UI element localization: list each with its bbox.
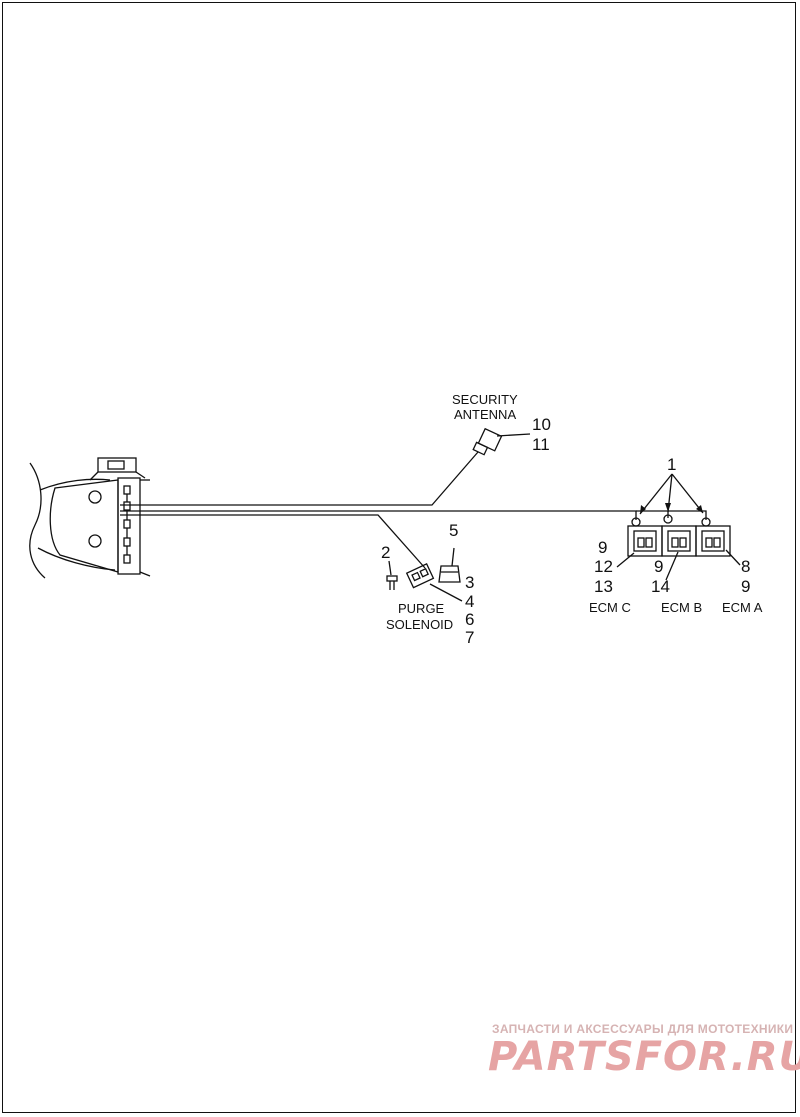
leader-5	[451, 547, 455, 567]
frame-tube-inner	[39, 478, 111, 491]
frame-cross-member	[117, 477, 141, 575]
callout-9-ecm-c: 9	[598, 538, 608, 557]
callout-6: 6	[465, 610, 475, 629]
leader-14	[665, 551, 679, 581]
leader-1-a	[671, 473, 704, 514]
callout-13: 13	[594, 577, 613, 596]
callout-11: 11	[532, 435, 550, 454]
watermark-logo: PARTSFOR.RU	[488, 1034, 800, 1080]
ecm-c-label: ECM C	[589, 600, 631, 615]
terminal-item-2	[386, 575, 398, 590]
leader-8	[725, 549, 741, 566]
callout-3: 3	[465, 573, 475, 592]
leader-10-11	[496, 433, 531, 437]
callout-1: 1	[667, 455, 677, 474]
frame-tube-outline	[29, 462, 46, 579]
ecm-c-connector	[627, 517, 663, 557]
frame-hole-lower	[88, 534, 102, 548]
harness-main-top	[120, 451, 479, 506]
purge-solenoid-label-line1: PURGE	[398, 601, 445, 616]
top-bracket	[97, 457, 137, 473]
ecm-a-label: ECM A	[722, 600, 763, 615]
leader-12	[616, 552, 635, 568]
purge-solenoid-connector	[405, 563, 435, 589]
callout-12: 12	[594, 557, 613, 576]
callout-7: 7	[465, 628, 475, 647]
frame-gusset	[49, 479, 119, 573]
security-antenna-label-line1: SECURITY	[452, 392, 518, 407]
frame-tube-lower	[37, 547, 116, 571]
leader-4	[429, 583, 463, 602]
callout-2: 2	[381, 543, 391, 562]
callout-5: 5	[449, 521, 459, 540]
security-antenna-label-line2: ANTENNA	[454, 407, 517, 422]
callout-8: 8	[741, 557, 751, 576]
callout-14: 14	[651, 577, 670, 596]
leader-1-c	[639, 473, 673, 515]
frame-hole-upper	[88, 490, 102, 504]
ecm-a-connector	[695, 517, 731, 557]
connector-item-5	[438, 565, 461, 583]
ecm-b-label: ECM B	[661, 600, 703, 615]
callout-9-ecm-a: 9	[741, 577, 751, 596]
callout-4: 4	[465, 592, 475, 611]
ecm-b-connector	[661, 514, 697, 557]
security-antenna-connector	[472, 427, 503, 456]
purge-solenoid-label-line2: SOLENOID	[386, 617, 454, 632]
callout-9-ecm-b: 9	[654, 557, 664, 576]
harness-main-branch-a	[668, 510, 707, 520]
harness-purge-branch	[120, 514, 426, 569]
callout-10: 10	[532, 415, 551, 434]
watermark-tagline: ЗАПЧАСТИ И АКСЕССУАРЫ ДЛЯ МОТОТЕХНИКИ	[492, 1022, 794, 1036]
leader-2	[388, 560, 392, 576]
